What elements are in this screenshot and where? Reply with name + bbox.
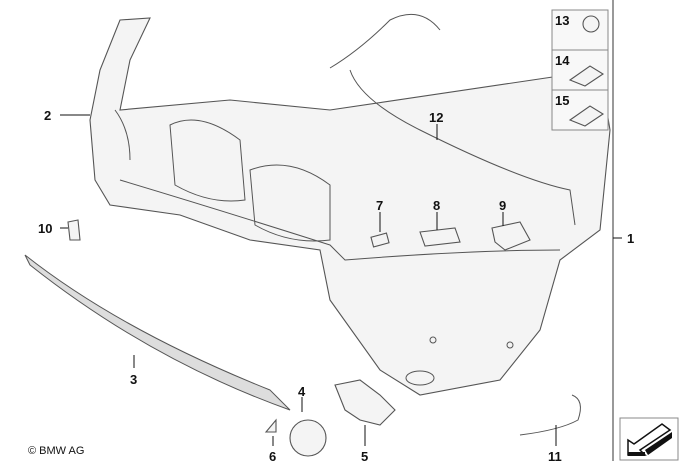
lower-grille[interactable] [24,254,291,411]
callout-13: 13 [555,13,569,28]
callouts: 2 10 3 12 7 8 9 1 4 5 6 11 [38,108,634,461]
sensor-holder-8[interactable] [419,227,461,247]
fog-light-bracket[interactable] [334,379,396,426]
callout-2: 2 [44,108,51,123]
small-parts-box: 13 14 15 [551,9,609,131]
callout-4: 4 [298,384,306,399]
fog-light[interactable] [289,419,327,457]
clip-nut-icon [568,105,605,127]
clip-nut-icon [568,65,605,87]
cover-7[interactable] [370,232,390,248]
callout-15: 15 [555,93,569,108]
callout-1: 1 [627,231,634,246]
arrow-next-icon[interactable] [619,417,679,461]
trim-6[interactable] [264,418,277,433]
callout-12: 12 [429,110,443,125]
callout-11: 11 [548,449,562,461]
wiring-harness[interactable] [329,13,576,226]
sensor-holder-9[interactable] [491,221,531,251]
callout-6: 6 [269,449,276,461]
callout-7: 7 [376,198,383,213]
screw-icon [582,15,600,33]
bracket-10[interactable] [67,219,81,241]
callout-10: 10 [38,221,52,236]
callout-3: 3 [130,372,137,387]
bumper-cover[interactable] [89,17,611,396]
callout-5: 5 [361,449,368,461]
copyright: © BMW AG [28,445,85,457]
callout-14: 14 [555,53,570,68]
callout-8: 8 [433,198,440,213]
callout-9: 9 [499,198,506,213]
cable-11[interactable] [519,394,581,436]
